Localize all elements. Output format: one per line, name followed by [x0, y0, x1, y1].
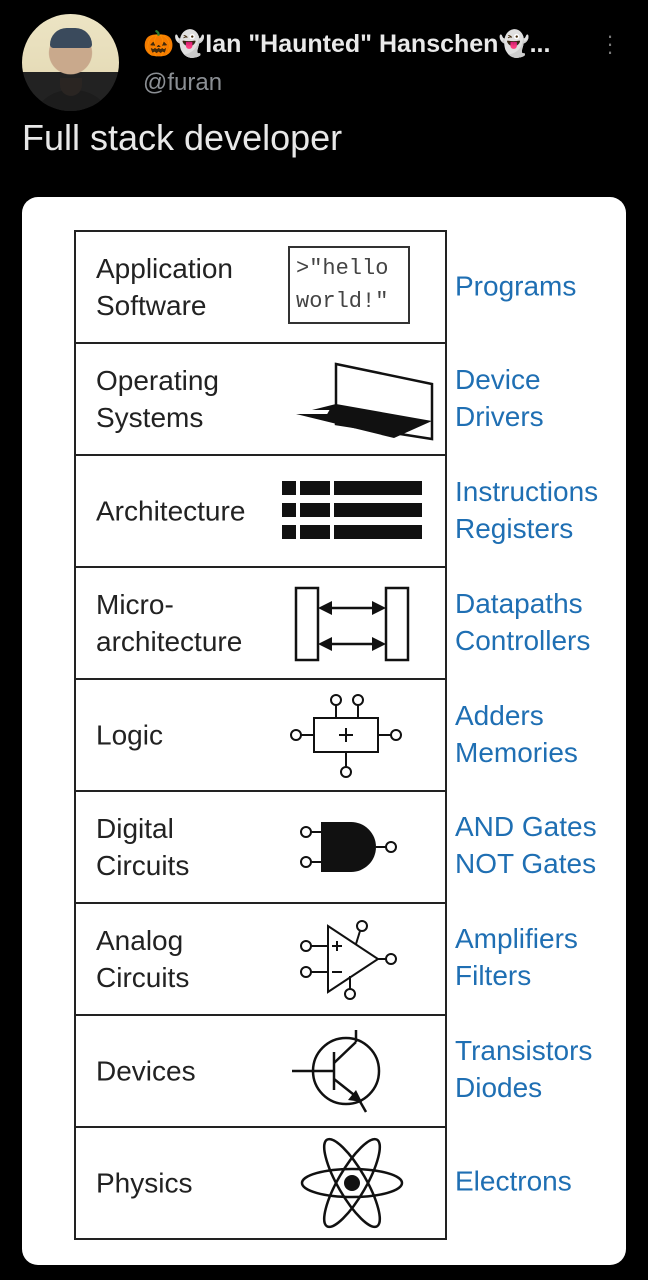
register-icon: [282, 481, 422, 539]
row-label: Physics: [96, 1167, 193, 1199]
tweet-text: Full stack developer: [22, 117, 343, 158]
laptop-icon: [287, 362, 434, 441]
row-label: Logic: [96, 719, 163, 751]
row-application-software: Application Software >"hello world!": [76, 232, 445, 342]
datapath-icon: [294, 586, 410, 662]
row-label: Architecture: [96, 495, 246, 527]
level-examples: Adders Memories: [455, 700, 578, 768]
row-devices: Devices: [76, 1014, 445, 1126]
tweet-image[interactable]: Application Software >"hello world!" Ope…: [22, 197, 626, 1265]
hello-world-icon: >"hello world!": [288, 246, 410, 324]
and-gate-icon: [300, 822, 397, 872]
row-digital-circuits: Digital Circuits: [76, 790, 445, 902]
level-examples: Device Drivers: [455, 364, 544, 432]
row-label: Application Software: [96, 253, 233, 321]
row-architecture: Architecture: [76, 454, 445, 566]
level-examples: Programs: [455, 270, 577, 302]
vertical-ellipsis-icon[interactable]: ···: [606, 23, 614, 64]
row-operating-systems: Operating Systems: [76, 342, 445, 454]
level-examples: AND Gates NOT Gates: [455, 811, 597, 879]
row-label: Devices: [96, 1055, 196, 1087]
level-examples: Instructions Registers: [455, 476, 599, 544]
adder-icon: [290, 694, 402, 778]
row-label: Micro- architecture: [96, 589, 243, 657]
row-label: Operating Systems: [96, 365, 219, 433]
transistor-icon: [292, 1030, 381, 1113]
row-analog-circuits: Analog Circuits: [76, 902, 445, 1014]
avatar[interactable]: [22, 14, 119, 111]
atom-icon: [300, 1137, 404, 1229]
level-examples: Transistors Diodes: [455, 1035, 593, 1103]
handle[interactable]: @furan: [143, 69, 223, 96]
display-name[interactable]: 🎃👻Ian "Haunted" Hanschen👻...: [143, 30, 551, 58]
amplifier-icon: [300, 920, 397, 1000]
level-examples: Electrons: [455, 1165, 572, 1197]
level-examples: Amplifiers Filters: [455, 923, 578, 991]
row-logic: Logic: [76, 678, 445, 790]
row-label: Digital Circuits: [96, 813, 190, 881]
row-physics: Physics: [76, 1126, 445, 1238]
row-microarchitecture: Micro- architecture: [76, 566, 445, 678]
row-label: Analog Circuits: [96, 925, 190, 993]
abstraction-stack: Application Software >"hello world!" Ope…: [74, 230, 447, 1240]
level-examples: Datapaths Controllers: [455, 588, 591, 656]
